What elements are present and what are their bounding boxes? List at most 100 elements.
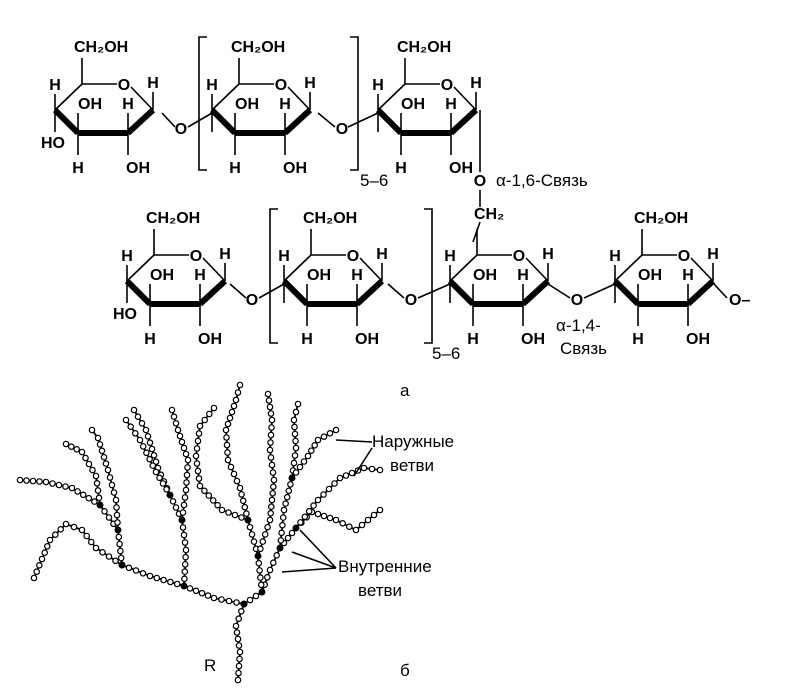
glucose-residue	[181, 568, 189, 575]
glucose-residue	[172, 504, 180, 511]
glucose-residue	[43, 542, 51, 550]
glucose-residue	[125, 564, 133, 572]
glucose-residue	[104, 466, 112, 474]
ring-oxygen: O	[678, 248, 690, 265]
glucose-residue	[115, 533, 123, 541]
glucose-residue	[277, 537, 285, 544]
glucose-residue	[235, 642, 243, 649]
branch-chain	[62, 440, 104, 509]
glucose-residue	[16, 476, 24, 484]
glucose-residue	[180, 444, 188, 452]
glucose-residue	[228, 408, 236, 416]
hydroxyl-group: OH	[686, 331, 710, 348]
ring-bond	[614, 254, 643, 282]
hydrogen: H	[121, 248, 133, 265]
ring-bond-front	[197, 278, 228, 307]
glucose-residue	[294, 400, 302, 408]
glucose-residue	[348, 469, 356, 477]
glucose-residue	[368, 465, 376, 473]
glucose-residue	[238, 607, 245, 615]
chain-continuation: O–	[729, 292, 750, 309]
hydrogen: H	[147, 75, 159, 92]
glucose-residue	[205, 492, 213, 499]
glucose-residue	[68, 443, 75, 451]
bond	[187, 112, 213, 128]
repeat-count-bottom: 5–6	[432, 344, 460, 363]
glucose-residue	[62, 483, 69, 490]
glucose-residue	[267, 410, 275, 417]
ring-oxygen: O	[118, 77, 130, 94]
glucose-residue	[287, 481, 294, 488]
branch-chain	[232, 600, 248, 684]
glucose-residue	[232, 622, 240, 630]
glucose-residue	[280, 506, 288, 514]
glucose-residue	[305, 507, 313, 515]
glucose-residue	[172, 419, 180, 427]
glucose-residue	[83, 532, 91, 540]
ring-bond	[130, 86, 154, 111]
glucose-residue	[163, 485, 170, 493]
glucose-residue	[257, 545, 264, 553]
glucose-residue	[156, 474, 163, 482]
branch-point	[244, 516, 252, 524]
glucose-residue	[291, 452, 299, 459]
hydrogen: H	[206, 77, 218, 94]
glucose-residue	[183, 471, 191, 479]
glucose-residue	[136, 436, 144, 444]
glucose-residue	[139, 443, 147, 450]
glucose-residue	[273, 551, 281, 559]
branch-chain	[88, 426, 122, 534]
bond	[417, 283, 451, 299]
glucose-residue	[370, 511, 378, 519]
glucose-residue	[279, 514, 287, 521]
ring-bond-front	[375, 107, 404, 136]
hydrogen: H	[194, 267, 206, 284]
ring-oxygen: O	[275, 77, 287, 94]
ch2-group: CH₂	[474, 206, 504, 223]
glucose-residue	[95, 494, 103, 502]
glucose-residue	[336, 474, 344, 482]
hydrogen: H	[517, 267, 529, 284]
hydrogen: H	[144, 331, 156, 348]
glucose-residue	[352, 526, 360, 534]
glucose-residue	[117, 554, 125, 562]
hydroxyl-group: OH	[126, 160, 150, 177]
glucose-residue	[78, 448, 86, 456]
glucose-residue	[261, 531, 269, 538]
glucose-residue	[314, 436, 322, 444]
glucose-residue	[376, 506, 384, 514]
glucose-residue	[23, 477, 30, 484]
glucose-residue	[376, 466, 384, 474]
glucose-residue	[235, 669, 242, 677]
glucose-residue	[181, 494, 189, 501]
glucose-residue	[214, 501, 221, 509]
glucose-residue	[292, 437, 299, 445]
branch-point	[166, 491, 174, 499]
glucose-residue	[99, 548, 106, 556]
glucose-residue	[176, 432, 184, 440]
ch2oh-group: CH₂OH	[231, 39, 285, 56]
glucose-residue	[159, 480, 167, 487]
glucose-residue	[150, 451, 158, 459]
glucose-residue	[314, 510, 322, 518]
glucose-residue	[326, 429, 334, 437]
hydroxyl-group: OH	[78, 96, 102, 113]
glucose-residue	[36, 478, 43, 485]
glucose-residue	[224, 456, 232, 464]
chain-backbone	[19, 479, 123, 566]
glucose-residue	[259, 538, 267, 545]
glucose-residue	[68, 484, 76, 492]
glucose-residue	[233, 477, 241, 485]
glucose-residue	[73, 445, 81, 453]
glycosidic-oxygen: O	[246, 292, 258, 309]
branch-chain	[30, 520, 126, 582]
ring-oxygen: O	[513, 248, 525, 265]
hydrogen: H	[219, 246, 231, 263]
glucose-residue	[301, 513, 309, 521]
leader-line	[291, 551, 337, 569]
glucose-residue	[279, 521, 286, 529]
branch-point	[114, 526, 122, 534]
ring-bond	[359, 257, 383, 282]
glucose-residue	[243, 510, 250, 517]
